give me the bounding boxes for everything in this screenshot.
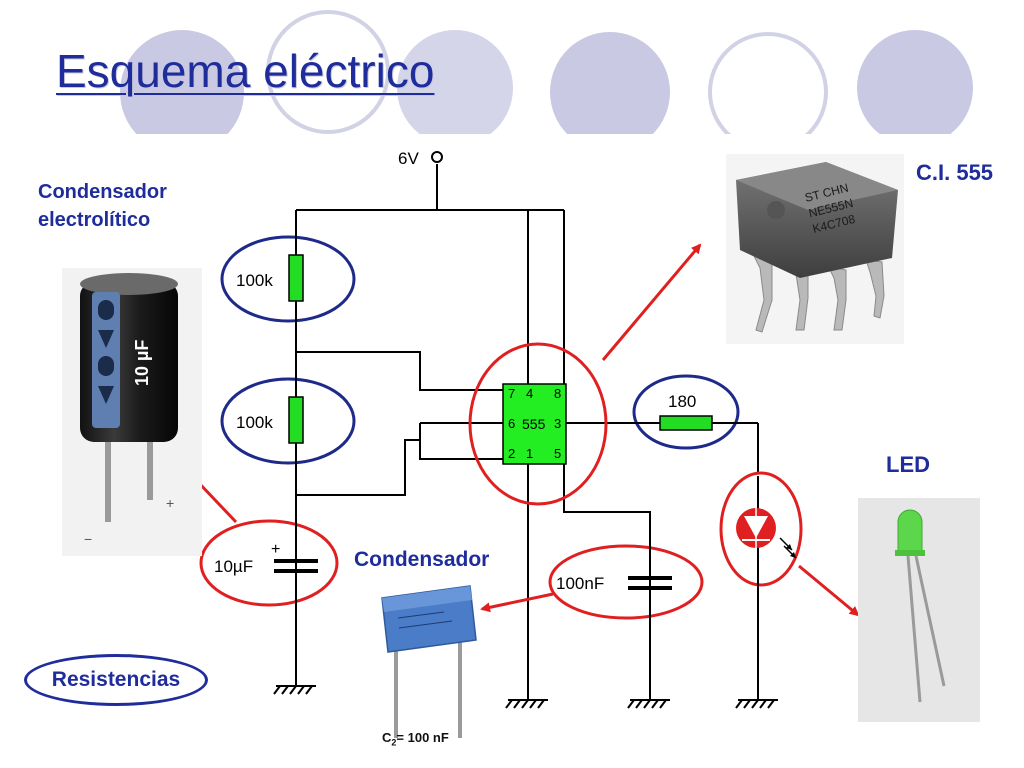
film-capacitor-caption: C2= 100 nF (382, 730, 449, 748)
label-led: LED (886, 452, 930, 477)
label-line: electrolítico (38, 209, 151, 231)
supply-terminal (431, 151, 443, 163)
resistor-r2-highlight (220, 377, 356, 465)
arrow-to-chip-photo (601, 243, 702, 361)
decorative-circles (120, 10, 973, 134)
supply-voltage-label: 6V (398, 149, 419, 168)
film-capacitor-photo (381, 585, 477, 738)
electrolytic-capacitor-photo: 10 µF + − (62, 268, 202, 556)
caption-suffix: = 100 nF (396, 730, 449, 745)
ic555-photo: ST CHN NE555N K4C708 (726, 154, 904, 344)
ic-name: 555 (522, 416, 546, 432)
resistor-r1-highlight (220, 235, 356, 323)
ic-pin-2: 2 (508, 446, 515, 461)
resistencias-badge: Resistencias (24, 654, 208, 706)
ic-pin-4: 4 (526, 386, 533, 401)
caption-subscript: 2 (391, 737, 397, 748)
resistor-r2-value: 100k (236, 413, 273, 432)
ic555-highlight (468, 342, 608, 506)
ic-pin-7: 7 (508, 386, 515, 401)
capacitor-minus-mark: − (84, 531, 92, 547)
ground-symbol (627, 699, 670, 709)
led-symbol (736, 508, 797, 559)
led-photo (858, 498, 980, 722)
capacitor-c1-plus: + (271, 541, 280, 558)
deco-circle (266, 10, 390, 134)
deco-circle (708, 32, 828, 134)
ic555-symbol (502, 383, 567, 465)
resistor-r3-highlight (632, 374, 740, 450)
slide-title: Esquema eléctrico (56, 45, 435, 97)
capacitor-c2-highlight (548, 544, 704, 620)
ground-symbol (735, 699, 778, 709)
caption-prefix: C (382, 730, 392, 745)
capacitor-marking: 10 µF (132, 340, 152, 386)
ic-pin-8: 8 (554, 386, 561, 401)
arrow-to-film-cap-photo (480, 592, 554, 613)
label-condensador: Condensador (354, 548, 490, 571)
capacitor-c2-value: 100nF (556, 574, 604, 593)
capacitor-c1-value: 10µF (214, 557, 253, 576)
label-condensador-electrolitico: Condensador electrolítico (38, 178, 167, 234)
deco-circle (397, 30, 513, 134)
ground-symbols (273, 685, 778, 709)
resistor-r2 (288, 396, 304, 444)
resistor-r1 (288, 254, 304, 302)
deco-circle (120, 30, 244, 134)
ground-symbol (273, 685, 316, 695)
resistor-r3-value: 180 (668, 392, 696, 411)
deco-circle (550, 32, 670, 134)
led-dome (897, 509, 923, 553)
capacitor-plus-mark: + (166, 495, 174, 511)
label-line: Condensador (38, 181, 167, 203)
label-ci555: C.I. 555 (916, 160, 994, 185)
ic-pin-6: 6 (508, 416, 515, 431)
resistor-r1-value: 100k (236, 271, 273, 290)
ground-symbol (505, 699, 548, 709)
deco-circle (857, 30, 973, 134)
capacitor-c1-highlight (199, 519, 339, 607)
ic-pin-3: 3 (554, 416, 561, 431)
ic-pin-5: 5 (554, 446, 561, 461)
pointer-arrows (176, 243, 860, 617)
resistor-r3 (659, 415, 713, 431)
ic-pin-1: 1 (526, 446, 533, 461)
arrow-to-led-photo (798, 564, 860, 617)
